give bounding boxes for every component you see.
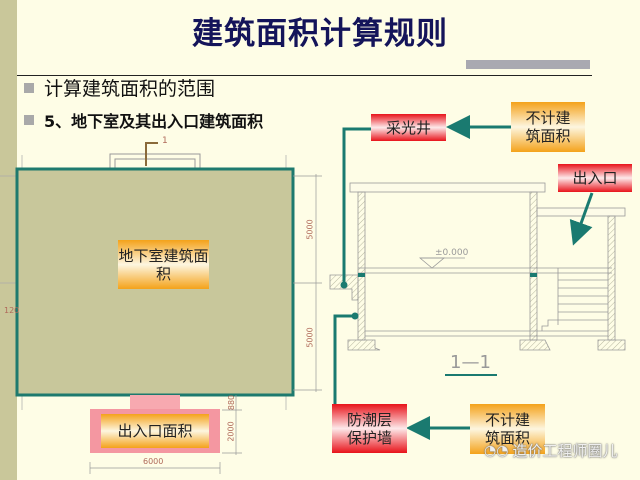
bullet-square-icon: [24, 115, 34, 125]
watermark: ◔◔ 造价工程师圈儿: [484, 440, 617, 461]
bullet-2: 5、地下室及其出入口建筑面积: [24, 108, 263, 132]
entrance-area-box: 出入口面积: [90, 409, 220, 453]
dim-entrance-depth: 2000: [226, 421, 236, 442]
bullet-text: 计算建筑面积的范围: [44, 78, 216, 100]
dim-left: 120: [4, 306, 20, 315]
callout-lines: [333, 115, 594, 440]
section-drawing: [329, 182, 626, 376]
not-counted-bottom-label: 不计建筑面积: [470, 404, 545, 454]
dim-upper: 5000: [305, 219, 315, 240]
section-mark-label: 1: [162, 136, 168, 146]
bullet-square-icon: [24, 82, 34, 93]
wechat-icon: ◔◔: [484, 442, 509, 459]
entrance-area-label: 出入口面积: [101, 414, 209, 448]
slide-title: 建筑面积计算规则: [192, 16, 448, 52]
elevation-marker-icon: [418, 257, 446, 269]
bullet-1: 计算建筑面积的范围: [24, 74, 215, 101]
damp-wall-label: 防潮层保护墙: [332, 404, 407, 453]
left-accent-bar: [0, 0, 17, 480]
dim-lower: 5000: [305, 327, 315, 348]
entrance-label: 出入口: [558, 164, 632, 192]
stairs: [541, 268, 608, 331]
title-divider: [17, 75, 592, 76]
not-counted-top-label: 不计建筑面积: [511, 102, 585, 152]
decorative-bar: [466, 60, 590, 69]
dim-passage: 880: [227, 394, 237, 411]
dim-entrance-width: 6000: [143, 457, 164, 466]
bullet-text: 5、地下室及其出入口建筑面积: [44, 112, 264, 131]
section-name: 1—1: [450, 352, 491, 373]
watermark-text: 造价工程师圈儿: [512, 442, 618, 460]
elevation-label: ±0.000: [435, 248, 469, 258]
light-well-label: 采光井: [371, 114, 446, 141]
basement-area-label: 地下室建筑面积: [118, 240, 209, 289]
section-marker-icon: [145, 142, 158, 166]
